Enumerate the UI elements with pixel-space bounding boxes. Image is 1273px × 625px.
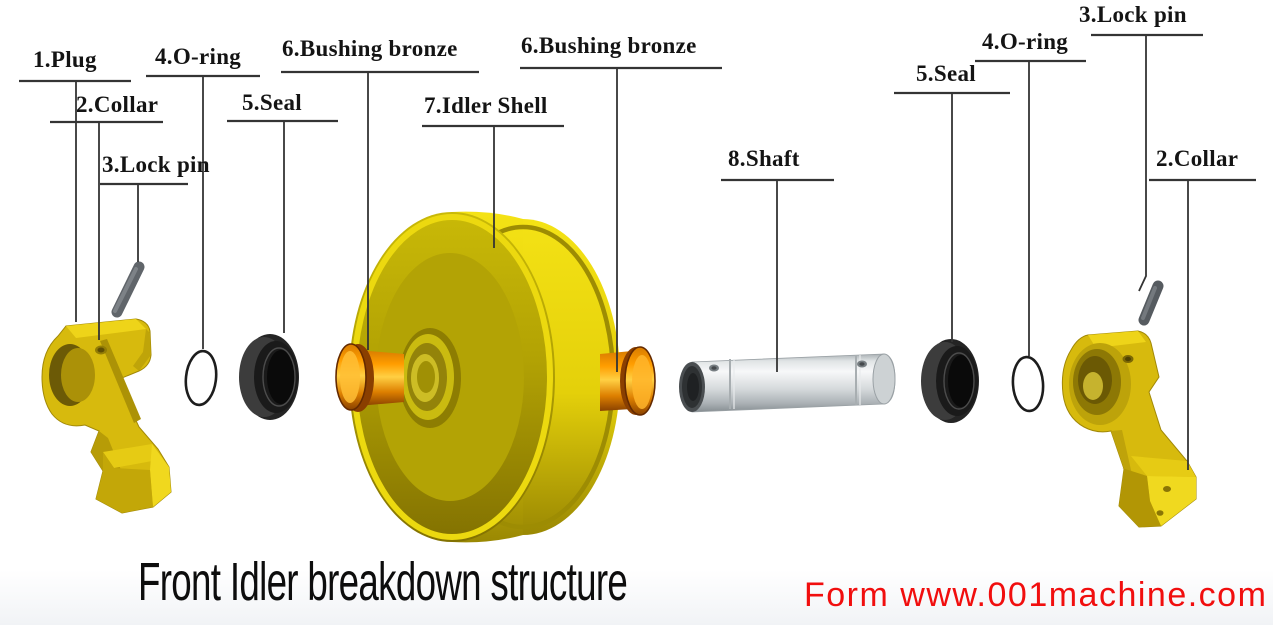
right-bushing-bronze [600, 346, 656, 416]
right-support-bracket [1061, 330, 1197, 528]
right-o-ring [1011, 355, 1045, 413]
right-lock-pin [1138, 280, 1164, 326]
left-lock-pin [111, 261, 145, 318]
callout-seal-right: 5.Seal [916, 61, 976, 86]
callout-lock-pin-right: 3.Lock pin [1079, 2, 1187, 27]
left-bushing-bronze [335, 343, 404, 412]
shaft [679, 353, 896, 413]
callout-idler-shell: 7.Idler Shell [424, 93, 548, 118]
callout-o-ring-right: 4.O-ring [982, 29, 1069, 54]
callout-lines [19, 33, 1256, 470]
callout-collar-left: 2.Collar [76, 92, 159, 117]
callout-shaft: 8.Shaft [728, 146, 800, 171]
left-support-bracket [41, 318, 172, 514]
callout-lock-pin-left: 3.Lock pin [102, 152, 210, 177]
source-watermark: Form www.001machine.com [804, 576, 1268, 614]
callout-o-ring-left: 4.O-ring [155, 44, 242, 69]
callout-seal-left: 5.Seal [242, 90, 302, 115]
diagram-title: Front Idler breakdown structure [138, 552, 628, 612]
left-seal [239, 334, 299, 420]
callout-plug-left: 1.Plug [33, 47, 97, 72]
callout-collar-right: 2.Collar [1156, 146, 1239, 171]
callout-bushing-bronze-right: 6.Bushing bronze [521, 33, 697, 58]
left-o-ring [184, 349, 218, 407]
right-seal [921, 339, 979, 423]
callout-bushing-bronze-left: 6.Bushing bronze [282, 36, 458, 61]
